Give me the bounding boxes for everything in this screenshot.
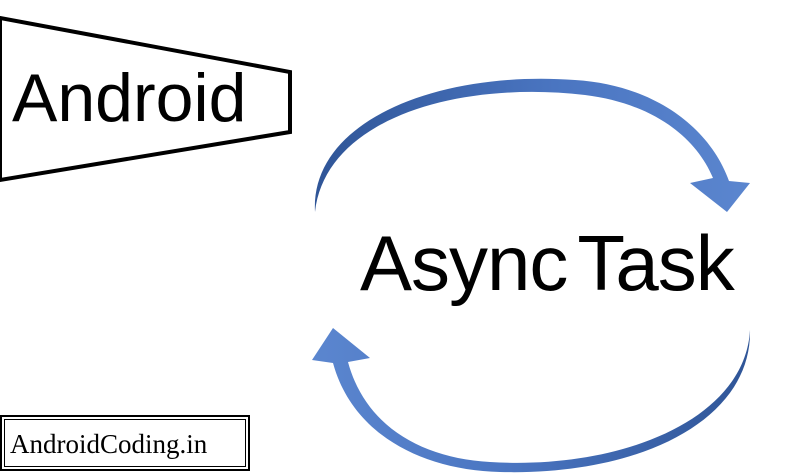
android-banner-shape xyxy=(0,15,292,183)
asynctask-label-part2: Task xyxy=(577,219,734,307)
asynctask-label-part1: Async xyxy=(360,219,568,307)
watermark-text: AndroidCoding.in xyxy=(10,429,208,459)
android-label: Android xyxy=(12,60,247,136)
watermark-box: AndroidCoding.in xyxy=(0,415,250,471)
top-arrow xyxy=(314,78,750,212)
bottom-arrow xyxy=(312,328,751,473)
